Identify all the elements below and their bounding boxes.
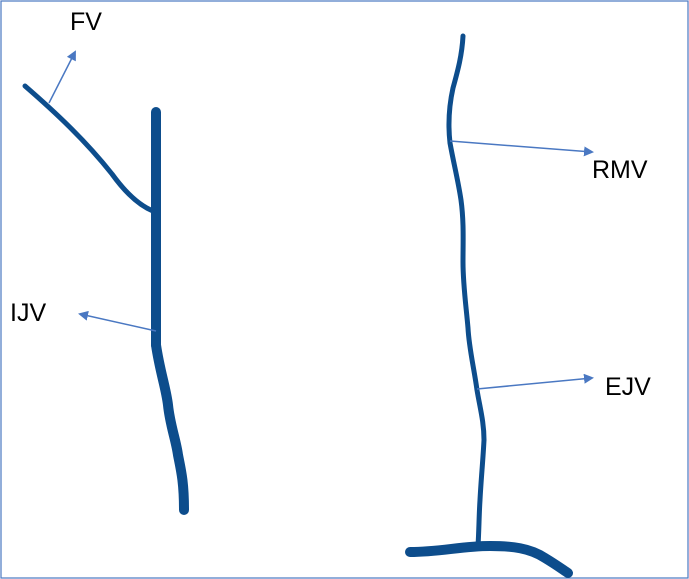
ijv-pointer-arrow (78, 310, 157, 332)
ejv-pointer-arrow (476, 373, 594, 390)
rmv-pointer-arrow (449, 140, 594, 157)
rmv-label: RMV (592, 156, 648, 184)
fv-pointer-arrow (48, 50, 76, 104)
subclavian-vein-base (405, 540, 573, 578)
external-jugular-vein-line (446, 33, 487, 549)
ijv-label: IJV (10, 299, 47, 327)
facial-vein-line (22, 83, 156, 214)
ejv-label: EJV (605, 373, 651, 401)
internal-jugular-vein-lower (151, 340, 189, 515)
fv-label: FV (70, 8, 102, 36)
